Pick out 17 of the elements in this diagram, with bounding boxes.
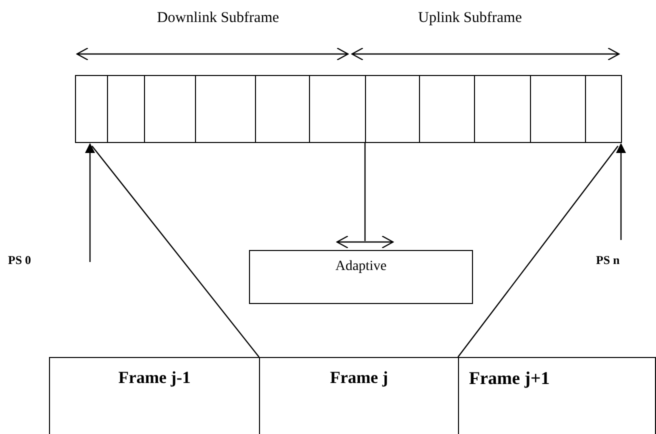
subframe-label: Uplink Subframe [418,10,522,27]
frame-bar [75,75,622,143]
frame-box [458,357,656,434]
pulse-label: PS 0 [8,253,48,271]
box-label: Adaptive [334,259,388,275]
arrow [85,143,95,262]
connector-line [458,146,618,358]
arrow [616,143,626,240]
frame-label: Frame j-1 [117,368,192,388]
frame-label: Frame j+1 [469,368,551,389]
frame-label: Frame j [328,368,390,388]
subframe-label: Downlink Subframe [156,10,280,27]
connector-line [364,143,366,241]
adaptive-box [249,250,473,304]
connector-line [92,146,260,358]
frame-box [49,357,260,434]
pulse-label: PS n [596,253,636,271]
